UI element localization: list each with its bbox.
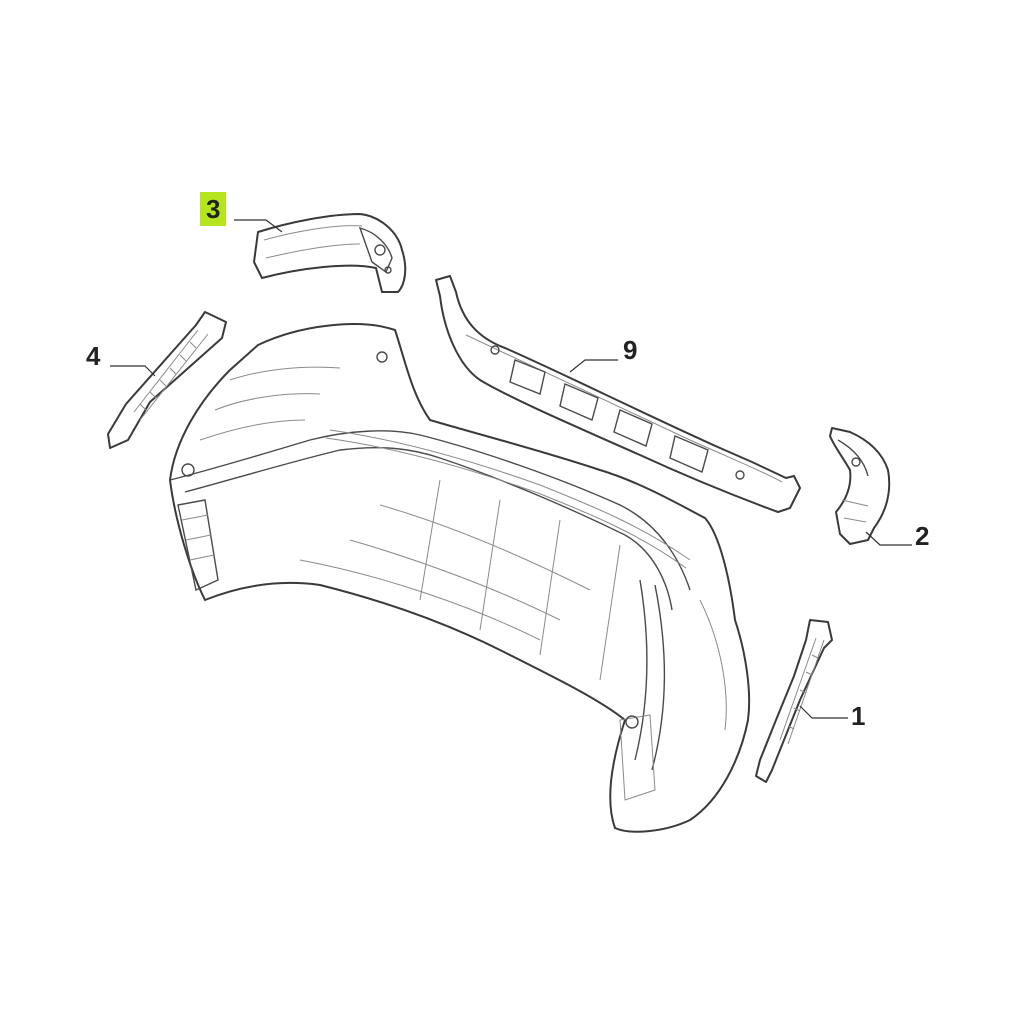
- callout-3-label: 3: [206, 194, 221, 224]
- leader-3: [234, 219, 283, 233]
- callout-1: 1: [851, 703, 865, 729]
- callout-9-label: 9: [623, 335, 638, 365]
- callout-2: 2: [915, 523, 929, 549]
- callout-1-label: 1: [851, 701, 866, 731]
- callout-4-label: 4: [86, 341, 101, 371]
- leader-4: [110, 365, 156, 377]
- part-3-bracket: [253, 213, 407, 293]
- callout-3: 3: [200, 192, 227, 226]
- leader-2: [865, 531, 912, 546]
- part-1-rail: [755, 619, 833, 783]
- leader-lines: [110, 219, 912, 719]
- part-9-member: [435, 275, 801, 513]
- callout-9: 9: [623, 337, 637, 363]
- leader-9: [569, 359, 618, 373]
- bumper-cover: [169, 323, 751, 833]
- callout-4: 4: [86, 343, 100, 369]
- callout-2-label: 2: [915, 521, 930, 551]
- leader-1: [799, 705, 848, 719]
- part-4-rail: [107, 311, 227, 449]
- part-2-bracket: [829, 427, 891, 545]
